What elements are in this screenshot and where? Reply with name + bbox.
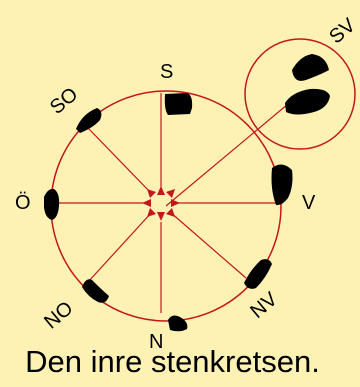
arrow-so (147, 189, 156, 198)
arrow-o (142, 199, 151, 207)
label-sv: SV (325, 14, 360, 48)
stones (44, 54, 330, 331)
stone-v (272, 164, 293, 205)
stone-o (44, 189, 59, 220)
line-nv (170, 212, 246, 278)
arrow-s (157, 186, 165, 195)
label-so: SO (46, 83, 82, 118)
arrow-sv (166, 189, 175, 198)
arrow-n (157, 212, 165, 221)
stone-sv-lower (285, 89, 330, 115)
label-nv: NV (246, 288, 282, 323)
stone-n (168, 316, 187, 332)
stone-s (165, 93, 192, 115)
stone-sv-upper (292, 54, 329, 81)
arrowheads (142, 186, 180, 221)
label-v: V (302, 192, 316, 214)
arrow-nv (166, 208, 175, 217)
arrow-no (147, 208, 156, 217)
stone-no (82, 279, 109, 302)
diagram-caption: Den inre stenkretsen. (0, 344, 345, 380)
line-so (88, 128, 152, 194)
label-s: S (160, 61, 173, 83)
stone-nv (244, 259, 272, 289)
label-o: Ö (15, 192, 31, 214)
arrow-v (171, 199, 180, 207)
line-no (88, 212, 152, 282)
label-no: NO (40, 297, 77, 333)
